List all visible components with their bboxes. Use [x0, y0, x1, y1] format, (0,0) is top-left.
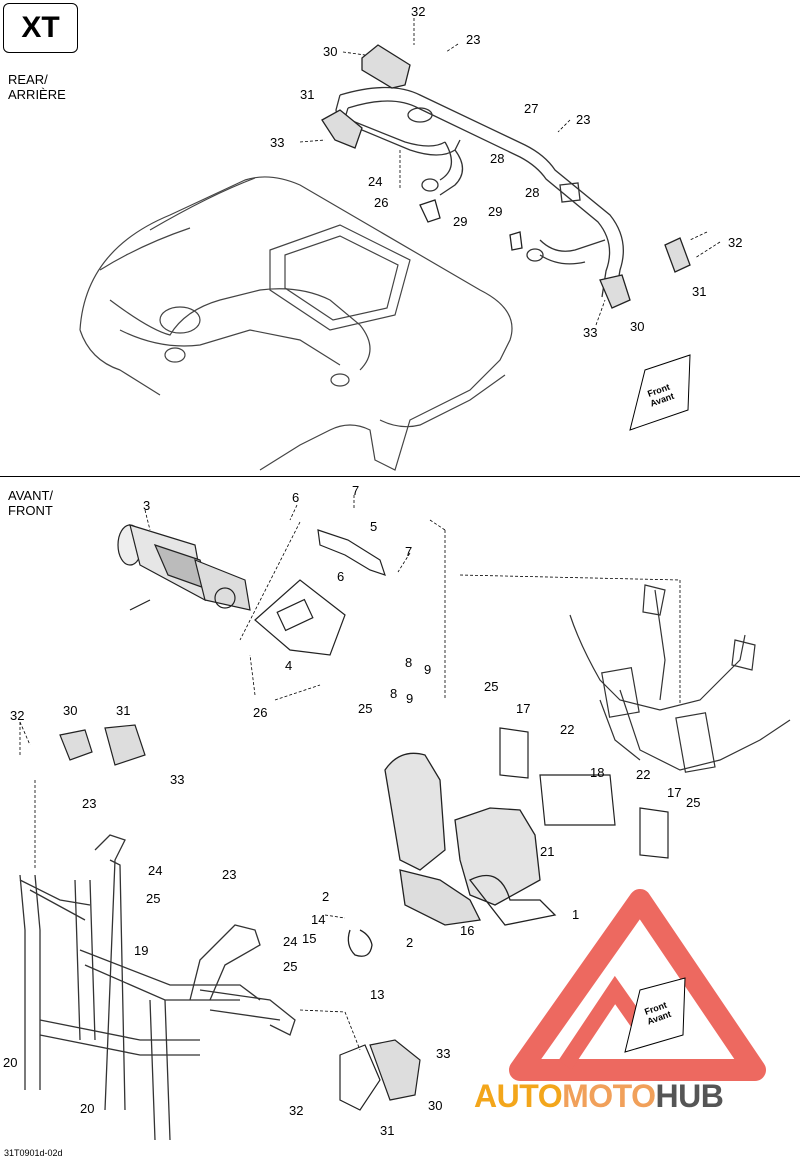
callout: 13: [370, 987, 385, 1002]
rear-handle-parts: [321, 44, 691, 309]
callout: 30: [428, 1098, 443, 1113]
watermark-part2: MOTO: [562, 1078, 656, 1114]
section-label-rear-line1: REAR/: [8, 72, 48, 87]
callout: 20: [80, 1101, 95, 1116]
callout: 7: [352, 483, 360, 498]
callout: 2: [322, 889, 330, 904]
bumper-guard: [347, 752, 557, 957]
callout: 2: [406, 935, 414, 950]
rear-rack-bar: [335, 86, 624, 301]
callout: 23: [466, 32, 481, 47]
section-label-front: AVANT/ FRONT: [8, 488, 53, 518]
front-leader-lines: [19, 495, 681, 1051]
winch-assembly: [117, 524, 251, 611]
front-frame-right: [569, 584, 791, 773]
rear-leader-lines: [299, 18, 721, 326]
callout: 8: [405, 655, 413, 670]
callout: 22: [560, 722, 575, 737]
callout: 9: [406, 691, 414, 706]
callout: 33: [270, 135, 285, 150]
callout: 24: [368, 174, 383, 189]
callout: 27: [524, 101, 539, 116]
section-label-front-line2: FRONT: [8, 503, 53, 518]
callout: 29: [453, 214, 468, 229]
callout: 31: [380, 1123, 395, 1138]
watermark-part3: HUB: [655, 1078, 724, 1114]
callout: 22: [636, 767, 651, 782]
callout: 14: [311, 912, 326, 927]
front-direction-arrow-top: [629, 354, 691, 431]
callout: 25: [358, 701, 373, 716]
watermark-part1: AUTO: [474, 1078, 563, 1114]
callout: 30: [630, 319, 645, 334]
callout: 31: [116, 703, 131, 718]
front-brackets: [499, 727, 669, 859]
callout: 25: [283, 959, 298, 974]
callout: 33: [436, 1046, 451, 1061]
callout: 32: [411, 4, 426, 19]
callout: 23: [576, 112, 591, 127]
callout: 28: [490, 151, 505, 166]
callout: 31: [692, 284, 707, 299]
callout: 23: [82, 796, 97, 811]
callout: 16: [460, 923, 475, 938]
callout: 7: [405, 544, 413, 559]
callout: 30: [63, 703, 78, 718]
callout: 9: [424, 662, 432, 677]
callout: 33: [583, 325, 598, 340]
callout: 26: [374, 195, 389, 210]
callout: 24: [283, 934, 298, 949]
section-label-rear: REAR/ ARRIÈRE: [8, 72, 66, 102]
callout: 26: [253, 705, 268, 720]
callout: 17: [516, 701, 531, 716]
callout: 6: [292, 490, 300, 505]
callout: 32: [728, 235, 743, 250]
callout: 18: [590, 765, 605, 780]
callout: 29: [488, 204, 503, 219]
front-bumper-tube: [19, 834, 296, 1141]
model-badge: XT: [3, 3, 78, 53]
callout: 30: [323, 44, 338, 59]
callout: 25: [146, 891, 161, 906]
figure-code: 31T0901d-02d: [4, 1148, 63, 1158]
callout: 1: [572, 907, 580, 922]
callout: 17: [667, 785, 682, 800]
callout: 32: [289, 1103, 304, 1118]
callout: 15: [302, 931, 317, 946]
callout: 6: [337, 569, 345, 584]
winch-mount-plates: [254, 529, 386, 656]
front-small-parts: [59, 724, 421, 1111]
callout: 25: [484, 679, 499, 694]
section-label-front-line1: AVANT/: [8, 488, 54, 503]
callout: 4: [285, 658, 293, 673]
callout: 5: [370, 519, 378, 534]
callout: 28: [525, 185, 540, 200]
callout: 23: [222, 867, 237, 882]
front-direction-arrow-bottom: [624, 977, 686, 1053]
callout: 32: [10, 708, 25, 723]
callout: 21: [540, 844, 555, 859]
callout: 8: [390, 686, 398, 701]
watermark-brand: AUTOMOTOHUB: [474, 1078, 724, 1115]
section-label-rear-line2: ARRIÈRE: [8, 87, 66, 102]
section-divider: [0, 476, 800, 477]
callout: 3: [143, 498, 151, 513]
callout: 25: [686, 795, 701, 810]
callout: 24: [148, 863, 163, 878]
callout: 20: [3, 1055, 18, 1070]
callout: 31: [300, 87, 315, 102]
callout: 33: [170, 772, 185, 787]
rear-body-panel: [79, 176, 513, 471]
callout: 19: [134, 943, 149, 958]
